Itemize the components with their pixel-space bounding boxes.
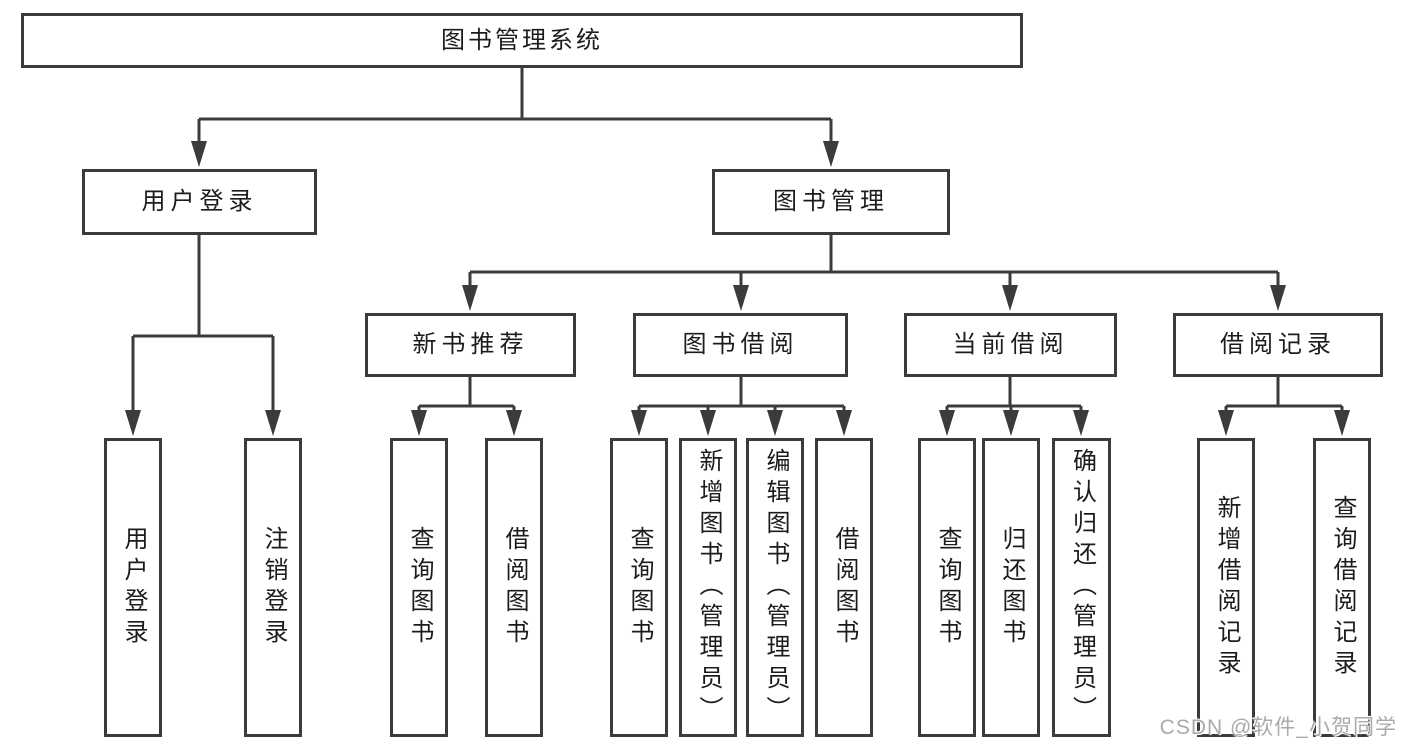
node-borrowing-records: 借阅记录 bbox=[1173, 313, 1383, 377]
leaf-edit-book-admin: 编辑图书（管理员） bbox=[746, 438, 804, 737]
leaf-query-books-current: 查询图书 bbox=[918, 438, 976, 737]
arrowhead bbox=[506, 410, 522, 436]
node-library-management-system: 图书管理系统 bbox=[21, 13, 1023, 68]
leaf-user-login: 用户登录 bbox=[104, 438, 162, 737]
node-new-book-recommend: 新书推荐 bbox=[365, 313, 576, 377]
arrowhead bbox=[823, 141, 839, 167]
leaf-add-book-admin: 新增图书（管理员） bbox=[679, 438, 737, 737]
leaf-query-borrow-record: 查询借阅记录 bbox=[1313, 438, 1371, 737]
arrowhead bbox=[836, 410, 852, 436]
arrowhead bbox=[125, 410, 141, 436]
csdn-watermark: CSDN @软件_小贺同学 bbox=[1159, 716, 1397, 739]
arrowhead bbox=[733, 285, 749, 311]
leaf-query-books-recommend: 查询图书 bbox=[390, 438, 448, 737]
arrowhead bbox=[631, 410, 647, 436]
leaf-add-borrow-record: 新增借阅记录 bbox=[1197, 438, 1255, 737]
leaf-label: 确认归还（管理员） bbox=[1068, 448, 1096, 727]
leaf-label: 新增借阅记录 bbox=[1213, 494, 1240, 681]
arrowhead bbox=[265, 410, 281, 436]
leaf-label: 新增图书（管理员） bbox=[695, 448, 722, 727]
arrowhead bbox=[1270, 285, 1286, 311]
leaf-borrow-books: 借阅图书 bbox=[815, 438, 873, 737]
node-user-login: 用户登录 bbox=[82, 169, 317, 235]
leaf-label: 查询图书 bbox=[934, 525, 961, 650]
leaf-label: 查询图书 bbox=[626, 525, 653, 650]
arrowhead bbox=[1002, 285, 1018, 311]
leaf-label: 查询借阅记录 bbox=[1329, 494, 1356, 681]
leaf-borrow-books-recommend: 借阅图书 bbox=[485, 438, 543, 737]
leaf-logout: 注销登录 bbox=[244, 438, 302, 737]
arrowhead bbox=[1003, 410, 1019, 436]
leaf-query-books-borrowing: 查询图书 bbox=[610, 438, 668, 737]
arrowhead bbox=[191, 141, 207, 167]
node-book-management: 图书管理 bbox=[712, 169, 950, 235]
arrowhead bbox=[1334, 410, 1350, 436]
leaf-return-book: 归还图书 bbox=[982, 438, 1040, 737]
node-book-borrowing: 图书借阅 bbox=[633, 313, 848, 377]
leaf-label: 用户登录 bbox=[120, 525, 147, 650]
arrowhead bbox=[1073, 410, 1089, 436]
node-current-borrowing: 当前借阅 bbox=[904, 313, 1117, 377]
leaf-label: 借阅图书 bbox=[501, 525, 528, 650]
arrowhead bbox=[939, 410, 955, 436]
leaf-confirm-return-admin: 确认归还（管理员） bbox=[1052, 438, 1111, 737]
arrowhead bbox=[411, 410, 427, 436]
arrowhead bbox=[1218, 410, 1234, 436]
arrowhead bbox=[462, 285, 478, 311]
leaf-label: 注销登录 bbox=[260, 525, 287, 650]
arrowhead bbox=[767, 410, 783, 436]
leaf-label: 查询图书 bbox=[406, 525, 433, 650]
leaf-label: 编辑图书（管理员） bbox=[762, 448, 789, 727]
leaf-label: 借阅图书 bbox=[831, 525, 858, 650]
leaf-label: 归还图书 bbox=[998, 525, 1025, 650]
arrowhead bbox=[700, 410, 716, 436]
